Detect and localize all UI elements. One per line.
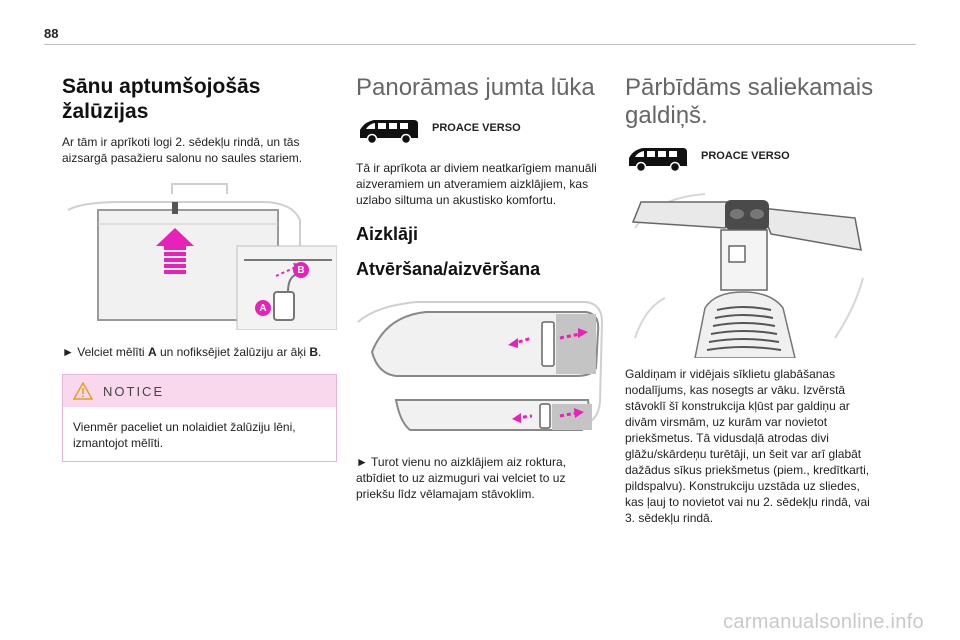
bullet-arrow-icon: ► (62, 345, 74, 359)
table-drawing (631, 193, 864, 359)
notice-text: Vienmēr paceliet un nolaidiet žalūziju l… (73, 420, 296, 450)
sunblind-drawing (67, 183, 338, 331)
sunroof-intro: Tā ir aprīkota ar diviem neatkarīgiem ma… (356, 161, 597, 207)
step-text-1: Velciet mēlīti (77, 345, 148, 359)
step-ref-b: B (309, 345, 319, 359)
cover-handle (541, 321, 555, 367)
table-latch (728, 245, 746, 263)
cover-retracted (556, 314, 596, 374)
sunroof-drawing (357, 301, 604, 431)
column-table: Pārbīdāms saliekamais galdiņš. PROACE VE… (625, 74, 875, 526)
sunblind-step: ► Velciet mēlīti A un nofiksējiet žalūzi… (62, 344, 337, 360)
rail-grooves (706, 306, 782, 351)
model-tag: PROACE VERSO (625, 144, 875, 174)
page-number: 88 (44, 26, 59, 41)
model-tag: PROACE VERSO (356, 116, 604, 146)
step-text-3: . (318, 345, 322, 359)
step-ref-a: A (147, 345, 157, 359)
sunblind-intro: Ar tām ir aprīkoti logi 2. sēdekļu rindā… (62, 135, 303, 165)
model-name: PROACE VERSO (701, 150, 790, 162)
table-left-leaf (631, 201, 739, 229)
notice-box: NOTICE Vienmēr paceliet un nolaidiet žal… (62, 374, 337, 462)
table-illustration (625, 188, 875, 359)
table-right-leaf (759, 207, 862, 251)
model-name: PROACE VERSO (432, 122, 521, 134)
sunroof-step-text: Turot vienu no aizklājiem aiz roktura, a… (356, 455, 566, 501)
notice-header: NOTICE (63, 375, 336, 407)
notice-title: NOTICE (103, 383, 165, 399)
section-title-sunroof: Panorāmas jumta lūka (356, 74, 595, 101)
title-line-2: žalūzijas (62, 100, 149, 123)
title-line-1: Sānu aptumšojošās (62, 75, 261, 98)
subheading-open-close: Atvēršana/aizvēršana (356, 259, 541, 279)
van-icon (629, 148, 687, 173)
cup-holder-center (725, 200, 769, 230)
title-line-2: galdiņš. (625, 102, 708, 129)
column-sunblind: Sānu aptumšojošās žalūzijas Ar tām ir ap… (62, 74, 338, 462)
van-icon (360, 120, 418, 145)
callout-b: B (293, 262, 309, 278)
sunroof-illustration (356, 292, 604, 442)
table-description: Galdiņam ir vidējais sīklietu glabāšanas… (625, 367, 870, 525)
blind-tab (172, 202, 178, 214)
sunroof-step: ► Turot vienu no aizklājiem aiz roktura,… (356, 454, 604, 502)
sunblind-illustration: B A (62, 180, 338, 331)
title-line-1: Pārbīdāms saliekamais (625, 74, 874, 101)
subheading-covers: Aizklāji (356, 224, 419, 244)
section-title-sunblind: Sānu aptumšojošās žalūzijas (62, 74, 337, 124)
table-base (694, 291, 796, 359)
header-rule (44, 44, 916, 45)
callout-a: A (255, 300, 271, 316)
warning-triangle-icon (73, 382, 93, 400)
step-text-2: un nofiksējiet žalūziju ar āķi (156, 345, 310, 359)
up-arrow-icon (156, 228, 194, 274)
blind-hook (273, 291, 295, 321)
section-title-table: Pārbīdāms saliekamais galdiņš. (625, 74, 875, 130)
column-sunroof: Panorāmas jumta lūka PROACE VERSO Tā ir … (356, 74, 604, 502)
watermark: carmanualsonline.info (723, 611, 924, 633)
bullet-arrow-icon: ► (356, 455, 368, 469)
